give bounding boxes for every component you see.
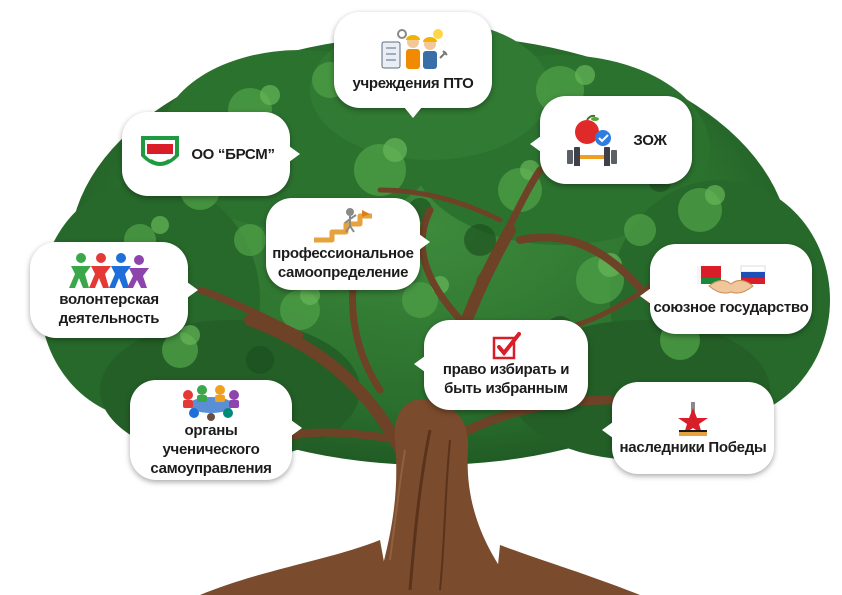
node-brsm: ОО “БРСМ”: [122, 112, 300, 196]
node-selfdet-label: профессиональное самоопределение: [272, 245, 414, 281]
node-brsm-label: ОО “БРСМ”: [191, 145, 275, 163]
round-table-icon: [183, 384, 239, 421]
career-ladder-icon: [314, 208, 372, 243]
node-pto: учреждения ПТО: [334, 12, 492, 118]
victory-star-icon: [678, 401, 708, 436]
node-volunteer-label: волонтерская деятельность: [58, 291, 160, 327]
node-victory: наследники Победы: [602, 382, 774, 474]
handshake-flags-icon: [697, 265, 766, 294]
brsm-logo: [141, 136, 180, 166]
volunteers-icon: [69, 253, 149, 288]
node-selfdet: профессиональное самоопределение: [266, 198, 430, 290]
node-volunteer: волонтерская деятельность: [30, 242, 198, 338]
node-selfgov: органы ученического самоуправления: [130, 380, 302, 480]
node-victory-label: наследники Победы: [619, 438, 767, 456]
node-selfgov-label: органы ученического самоуправления: [150, 421, 272, 477]
checkbox-icon: [492, 332, 521, 360]
node-zozh-label: ЗОЖ: [633, 131, 667, 149]
workers-icon: [381, 28, 448, 69]
node-pto-label: учреждения ПТО: [352, 74, 474, 92]
node-vote: право избирать и быть избранным: [414, 320, 588, 410]
node-vote-label: право избирать и быть избранным: [442, 361, 570, 397]
node-union-label: союзное государство: [653, 298, 809, 316]
node-zozh: ЗОЖ: [530, 96, 692, 184]
apple-dumbbell-icon: [567, 114, 618, 166]
tree-trunk: [200, 399, 640, 595]
node-union: союзное государство: [640, 244, 812, 334]
